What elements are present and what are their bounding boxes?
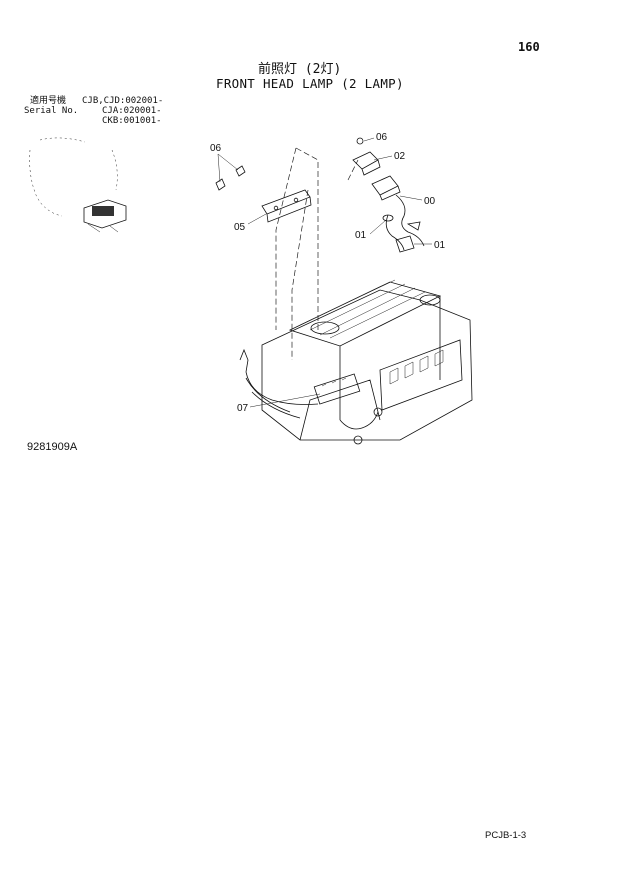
title-english: FRONT HEAD LAMP (2 LAMP) bbox=[216, 76, 404, 91]
callout-06-top: 06 bbox=[376, 132, 388, 143]
bracket-part-05 bbox=[261, 189, 312, 223]
harness-part-00 bbox=[371, 175, 425, 253]
callout-05: 05 bbox=[234, 222, 246, 233]
leader-00 bbox=[399, 195, 423, 201]
machine-body-assembly bbox=[239, 279, 473, 445]
drawing-number: 9281909A bbox=[27, 441, 78, 453]
callout-01-right: 01 bbox=[434, 240, 446, 251]
callout-00: 00 bbox=[424, 196, 436, 207]
assembly-line-bracket-lower bbox=[275, 147, 297, 330]
callout-06-left: 06 bbox=[210, 143, 222, 154]
page-number: 160 bbox=[518, 40, 540, 54]
title-japanese: 前照灯 (2灯) bbox=[258, 62, 342, 77]
assembly-line-bracket-mount bbox=[291, 189, 309, 360]
serial-label-japanese: 適用号機 bbox=[30, 96, 67, 106]
assembly-line-bracket-upper bbox=[295, 147, 319, 330]
serial-range-cjb-cjd: CJB,CJD:002001- bbox=[82, 96, 164, 106]
leader-06-left bbox=[217, 153, 239, 183]
leader-05 bbox=[247, 213, 267, 225]
leader-01-left bbox=[369, 219, 387, 235]
leader-02 bbox=[373, 155, 393, 161]
callout-07: 07 bbox=[237, 403, 249, 414]
serial-label-english: Serial No. bbox=[24, 106, 79, 116]
leader-07 bbox=[249, 393, 321, 408]
page-code: PCJB-1-3 bbox=[485, 830, 527, 841]
bolts-part-06-left bbox=[215, 165, 246, 191]
leader-06-top bbox=[363, 137, 375, 142]
serial-range-ckb: CKB:001001- bbox=[102, 116, 162, 126]
callout-01-left: 01 bbox=[355, 230, 367, 241]
callout-02: 02 bbox=[394, 151, 406, 162]
machine-locator-thumbnail bbox=[29, 137, 127, 233]
serial-range-cja: CJA:020001- bbox=[102, 106, 162, 116]
connector-part-02 bbox=[352, 137, 381, 176]
